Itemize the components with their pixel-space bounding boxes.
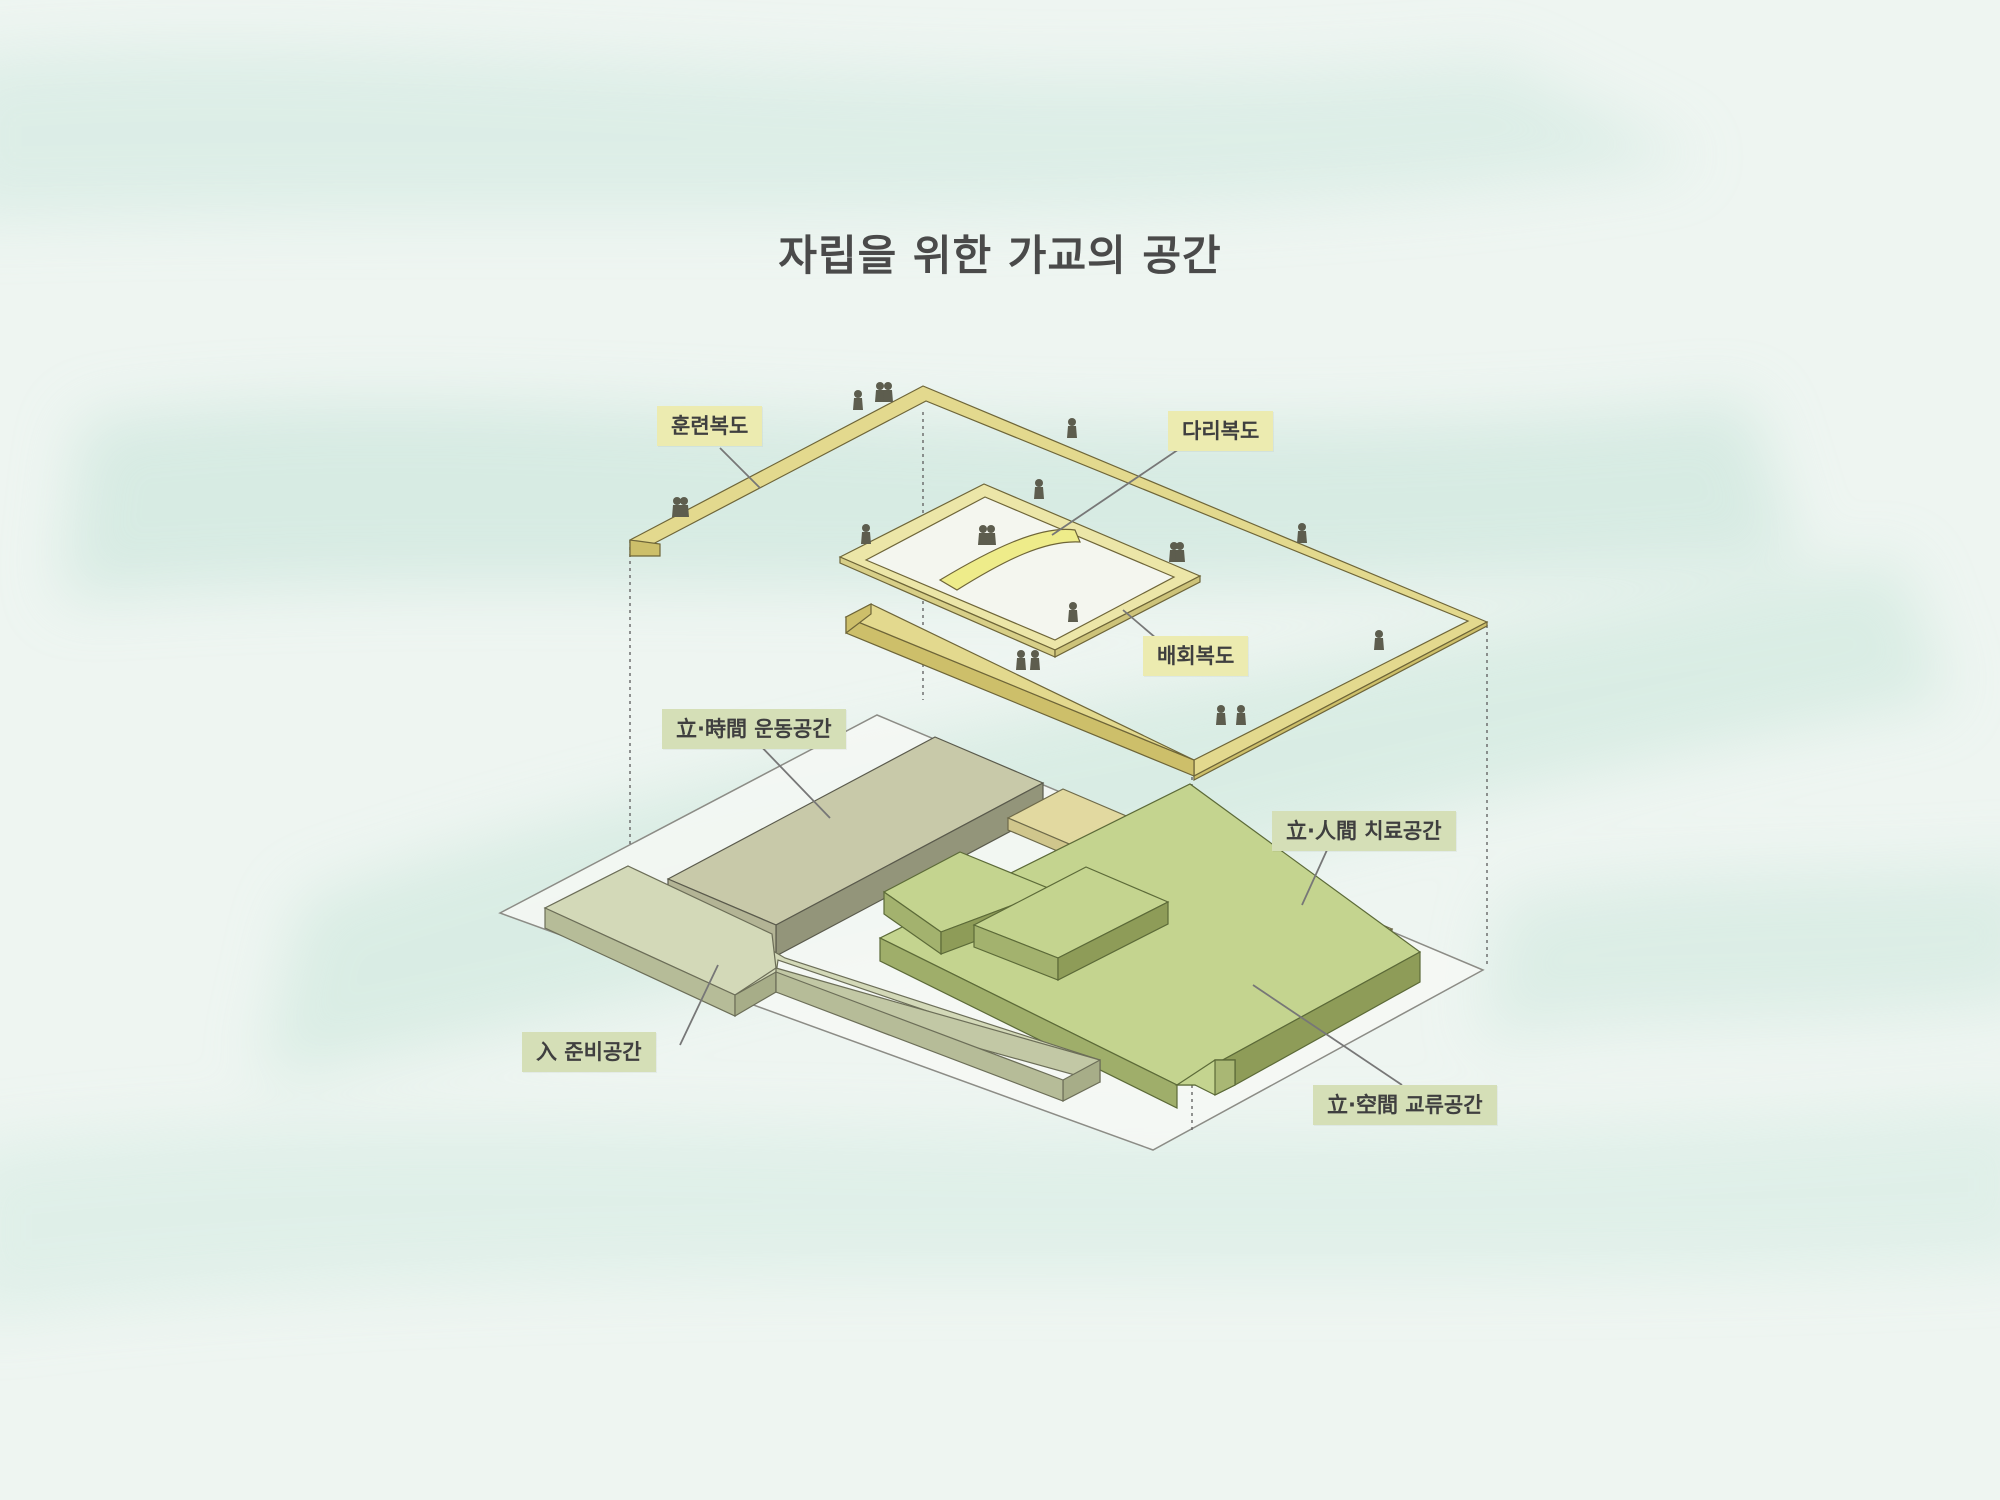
label-exercise-space: 立·時間 운동공간 xyxy=(662,709,846,749)
person-icon xyxy=(1030,650,1040,670)
label-care-corridor: 배회복도 xyxy=(1143,636,1249,676)
person-icon xyxy=(679,497,689,517)
person-icon xyxy=(1067,418,1077,438)
diagram-title: 자립을 위한 가교의 공간 xyxy=(778,231,1222,280)
label-prep-space: 入 준비공간 xyxy=(522,1032,656,1072)
person-icon xyxy=(1374,630,1384,650)
label-training-corridor: 훈련복도 xyxy=(657,406,763,446)
person-icon xyxy=(853,390,863,410)
prep-space-block xyxy=(543,865,1101,1102)
person-icon xyxy=(1016,650,1026,670)
bridge-corridor-path xyxy=(938,528,1081,591)
label-bridge-corridor: 다리복도 xyxy=(1168,411,1274,451)
leader-lines xyxy=(679,444,1403,1086)
training-corridor-frame xyxy=(629,385,1489,781)
person-icon xyxy=(1216,705,1226,725)
people-silhouettes xyxy=(672,382,1384,725)
person-icon xyxy=(883,382,893,402)
person-icon xyxy=(875,382,885,402)
person-icon xyxy=(986,525,996,545)
person-icon xyxy=(1297,523,1307,543)
exchange-space-blocks xyxy=(878,783,1422,1109)
person-icon xyxy=(1175,542,1185,562)
person-icon xyxy=(1236,705,1246,725)
care-corridor-ring xyxy=(838,483,1202,658)
person-icon xyxy=(861,524,871,544)
person-icon xyxy=(1068,602,1078,622)
person-icon xyxy=(978,525,988,545)
person-icon xyxy=(1034,479,1044,499)
label-therapy-space: 立·人間 치료공간 xyxy=(1272,811,1456,851)
label-exchange-space: 立·空間 교류공간 xyxy=(1313,1085,1497,1125)
